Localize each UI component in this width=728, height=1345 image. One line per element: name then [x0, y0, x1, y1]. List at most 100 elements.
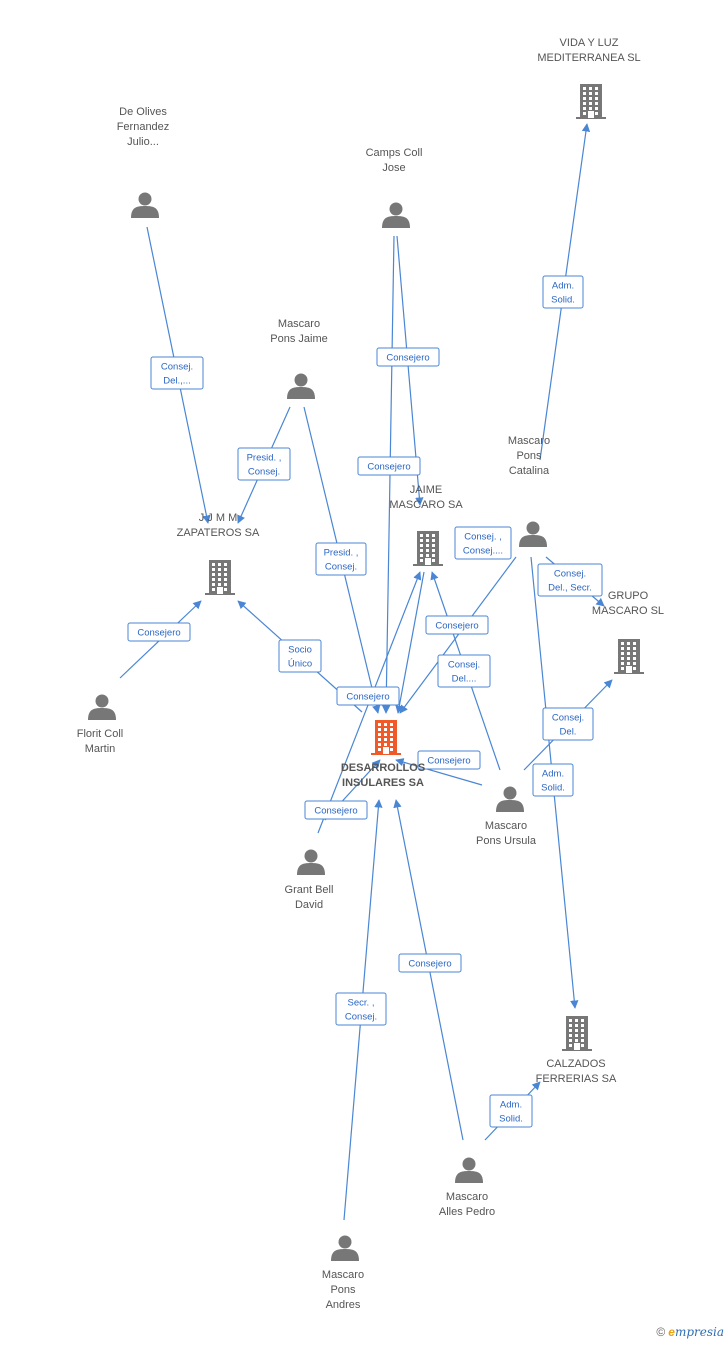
edge-label-box [542, 707, 594, 741]
nodes-layer: DESARROLLOS INSULARES SA VIDA Y LUZMEDITER… [77, 37, 664, 1311]
node-label: David [295, 899, 323, 911]
person-icon [131, 192, 159, 218]
edge-label-jaime-mascaro-to-desarrollos[interactable]: Consejero [304, 800, 368, 820]
node-label: De Olives [119, 106, 167, 118]
edge-label-text: Consej. [161, 362, 193, 373]
edge-label-de-olives-to-jjmm[interactable]: Consej.Del.,... [150, 356, 204, 390]
edge-label-camps-coll-to-jaime-mascaro[interactable]: Consejero [357, 456, 421, 476]
person-icon [382, 202, 410, 228]
building-icon [413, 531, 443, 566]
edge-label-box [237, 447, 291, 481]
edge-label-text: Adm. [542, 769, 564, 780]
node-label: FERRERIAS SA [536, 1073, 617, 1085]
edge-label-mascaro-ursula-to-grupo-mascaro[interactable]: Consej.Del. [542, 707, 594, 741]
edge-label-box [315, 542, 367, 576]
edge-label-text: Del. [560, 727, 577, 738]
edge-label-mascaro-catalina-to-desarrollos[interactable]: Consej. , Consej.... [454, 526, 512, 560]
edge-label-mascaro-catalina-to-grupo-mascaro[interactable]: Consej.Del., Secr. [537, 563, 603, 597]
edge-label-florit-to-jjmm[interactable]: Consejero [127, 622, 191, 642]
edge-jaime-mascaro-to-desarrollos [395, 571, 425, 714]
node-label: Mascaro [322, 1269, 364, 1281]
edge-label-box [425, 615, 489, 635]
edge-label-camps-coll-to-desarrollos[interactable]: Consejero [376, 347, 440, 367]
node-label: Martin [85, 743, 116, 755]
edge-label-text: Consej. [325, 562, 357, 573]
node-label: Mascaro [508, 435, 550, 447]
node-label: Andres [326, 1299, 361, 1311]
edge-label-grant-bell-to-jaime-mascaro[interactable]: Consejero [425, 615, 489, 635]
edge-label-text: Consej. [554, 569, 586, 580]
edge-label-text: Consej. [448, 660, 480, 671]
edge-label-box [417, 750, 481, 770]
edge-label-mascaro-jaime-to-desarrollos[interactable]: Presid. ,Consej. [315, 542, 367, 576]
edge-label-text: Del.... [452, 674, 477, 685]
node-label: MEDITERRANEA SL [537, 52, 640, 64]
person-icon [287, 373, 315, 399]
node-label: Fernandez [117, 121, 170, 133]
edge-label-text: Solid. [541, 783, 565, 794]
node-label: MASCARO SL [592, 605, 664, 617]
edge-label-box [537, 563, 603, 597]
edge-label-mascaro-andres-to-desarrollos[interactable]: Secr. ,Consej. [335, 992, 387, 1026]
edge-label-text: Consej.... [463, 546, 503, 557]
edge-label-mascaro-pedro-to-calzados[interactable]: Adm.Solid. [489, 1094, 533, 1128]
building-icon [614, 639, 644, 674]
edge-label-mascaro-catalina-to-vida-luz[interactable]: Adm.Solid. [542, 275, 584, 309]
edge-label-box [357, 456, 421, 476]
node-label: Camps Coll [366, 147, 423, 159]
edge-label-text: Solid. [551, 295, 575, 306]
building-icon [371, 720, 401, 755]
edge-labels-layer: Adm.Solid.Consej.Del.,...ConsejeroConsej… [127, 275, 603, 1128]
edge-label-box [376, 347, 440, 367]
node-label: Pons [516, 450, 542, 462]
node-de-olives[interactable]: De OlivesFernandezJulio... [117, 106, 170, 218]
edge-label-mascaro-catalina-to-calzados[interactable]: Adm. Solid. [532, 763, 574, 797]
copyright-icon: © [656, 1325, 666, 1339]
edge-label-text: Consejero [346, 692, 389, 703]
edge-label-mascaro-ursula-to-jaime-mascaro[interactable]: Consej. Del.... [437, 654, 491, 688]
edge-label-text: Consej. , [464, 532, 502, 543]
node-label: MASCARO SA [389, 499, 463, 511]
edge-label-text: Solid. [499, 1114, 523, 1125]
building-icon [205, 560, 235, 595]
node-label: Mascaro [485, 820, 527, 832]
node-label: Pons Jaime [270, 333, 327, 345]
edge-label-box [398, 953, 462, 973]
empresia-brand[interactable]: ©empresia [656, 1325, 724, 1339]
edge-label-mascaro-jaime-to-jjmm[interactable]: Presid. ,Consej. [237, 447, 291, 481]
node-label: Florit Coll [77, 728, 123, 740]
edge-label-mascaro-pedro-to-desarrollos[interactable]: Consejero [398, 953, 462, 973]
edge-label-box [437, 654, 491, 688]
node-label: Pons Ursula [476, 835, 537, 847]
edge-label-mascaro-ursula-to-desarrollos[interactable]: Consejero [417, 750, 481, 770]
edge-label-box [335, 992, 387, 1026]
edge-label-grant-bell-to-desarrollos[interactable]: Consejero [336, 686, 400, 706]
edge-mascaro-ursula-to-desarrollos [395, 758, 483, 786]
edge-label-box [489, 1094, 533, 1128]
edge-label-text: Secr. , [348, 998, 375, 1009]
edge-label-text: Presid. , [247, 453, 282, 464]
node-label: DESARROLLOS [341, 762, 425, 774]
person-icon [331, 1235, 359, 1261]
edge-label-text: Consejero [435, 621, 478, 632]
edge-label-box [542, 275, 584, 309]
edge-label-text: Consejero [427, 756, 470, 767]
person-icon [297, 849, 325, 875]
node-label: INSULARES SA [342, 777, 424, 789]
node-desarrollos[interactable]: DESARROLLOS INSULARES SA [341, 720, 425, 789]
